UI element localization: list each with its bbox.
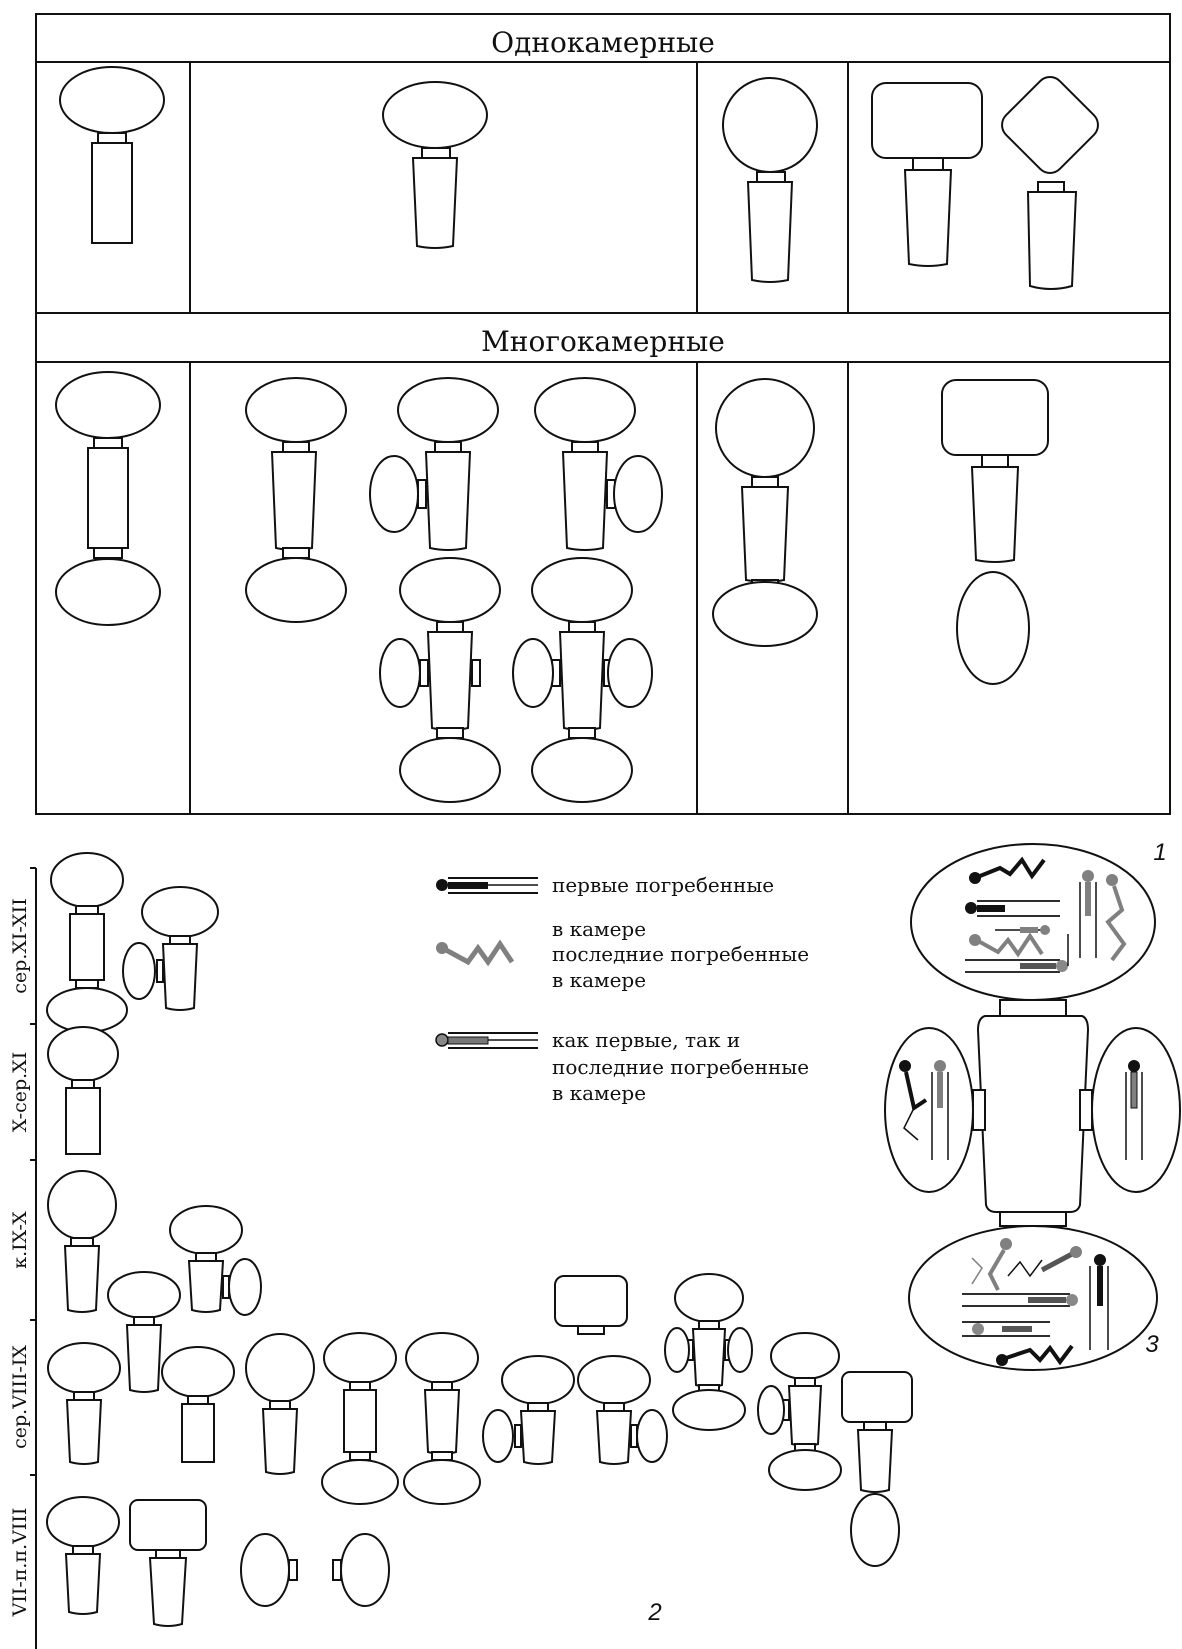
chronology-plans [46,852,913,1627]
detailed-catacomb-plan [884,843,1181,1371]
tl-plan-d4 [321,1332,399,1505]
multi-plan-5 [379,557,501,803]
period-label-3: к.IX-X [9,1211,31,1269]
multi-chamber-types [55,371,1049,803]
period-label-4: сер.VIII-IX [9,1345,31,1449]
legend-both-line1: как первые, так и [552,1028,740,1052]
chronology-axis: сер.XI-XII X-сер.XI к.IX-X сер.VIII-IX V… [9,867,37,1649]
left-side-chamber [884,1027,974,1193]
multi-plan-8 [941,379,1049,685]
tl-plan-d7 [577,1355,668,1465]
header-multi-chamber: Многокамерные [481,325,725,358]
catacomb-plan-2 [382,81,488,249]
typology-table: Однокамерные Многокамерные [35,13,1171,815]
catacomb-plan-4b [1001,76,1099,290]
tl-plan-d10 [757,1332,842,1491]
tl-plan-c3 [107,1271,181,1393]
tl-plan-b1 [47,1026,119,1155]
right-side-chamber [1091,1027,1181,1193]
catacomb-plan-4a [871,82,983,267]
catacomb-plan-1 [59,66,165,244]
legend-first-symbol [436,877,538,894]
legend-first-line2: в камере [552,917,646,941]
tl-plan-e3 [240,1533,298,1607]
legend-both-line3: в камере [552,1081,646,1105]
header-single-chamber: Однокамерные [491,26,715,59]
multi-plan-7 [712,378,818,647]
upper-chamber-burials [965,856,1127,973]
legend-both-symbol [435,1032,538,1049]
tl-plan-d1 [47,1342,121,1465]
legend-both-line2: последние погребенные [552,1055,809,1079]
tl-plan-d11 [841,1371,913,1567]
multi-plan-2 [245,377,347,623]
multi-plan-1 [55,371,161,626]
tl-plan-a2 [122,886,219,1011]
legend-first-line1: первые погребенные [552,873,774,897]
figure-label-2: 2 [647,1599,661,1626]
tl-plan-c2 [169,1205,262,1316]
multi-plan-6 [512,557,653,803]
catacomb-plan-3 [722,77,818,283]
tl-plan-d3 [245,1333,315,1475]
upper-chamber [910,843,1156,1001]
figure-label-1: 1 [1153,839,1166,866]
tl-plan-d8 [554,1275,628,1335]
right-chamber-burials [1125,1060,1143,1160]
multi-plan-4 [534,377,663,551]
tl-plan-d5 [403,1332,481,1505]
period-label-2: X-сер.XI [9,1052,31,1132]
tl-plan-a1 [46,852,128,1033]
tl-plan-e4 [332,1533,390,1607]
tl-plan-d9 [664,1273,753,1431]
multi-plan-3 [369,377,499,551]
single-chamber-types [59,66,1099,290]
lower-chamber-burials [962,1238,1109,1366]
legend-last-line2: в камере [552,968,646,992]
legend-last-line1: последние погребенные [552,942,809,966]
period-label-1: сер.XI-XII [9,898,31,993]
tl-plan-d2 [161,1346,235,1463]
tl-plan-c1 [47,1170,117,1313]
tl-plan-e1 [46,1496,120,1615]
legend-last-symbol [436,939,515,967]
tl-plan-d6 [482,1355,575,1465]
left-chamber-burials [899,1060,949,1160]
figure-label-3: 3 [1145,1331,1159,1358]
tl-plan-e2 [129,1499,207,1627]
period-label-5: VII-п.п.VIII [9,1508,31,1618]
legend: первые погребенные в камере последние по… [435,873,809,1105]
central-dromos [976,1015,1090,1213]
